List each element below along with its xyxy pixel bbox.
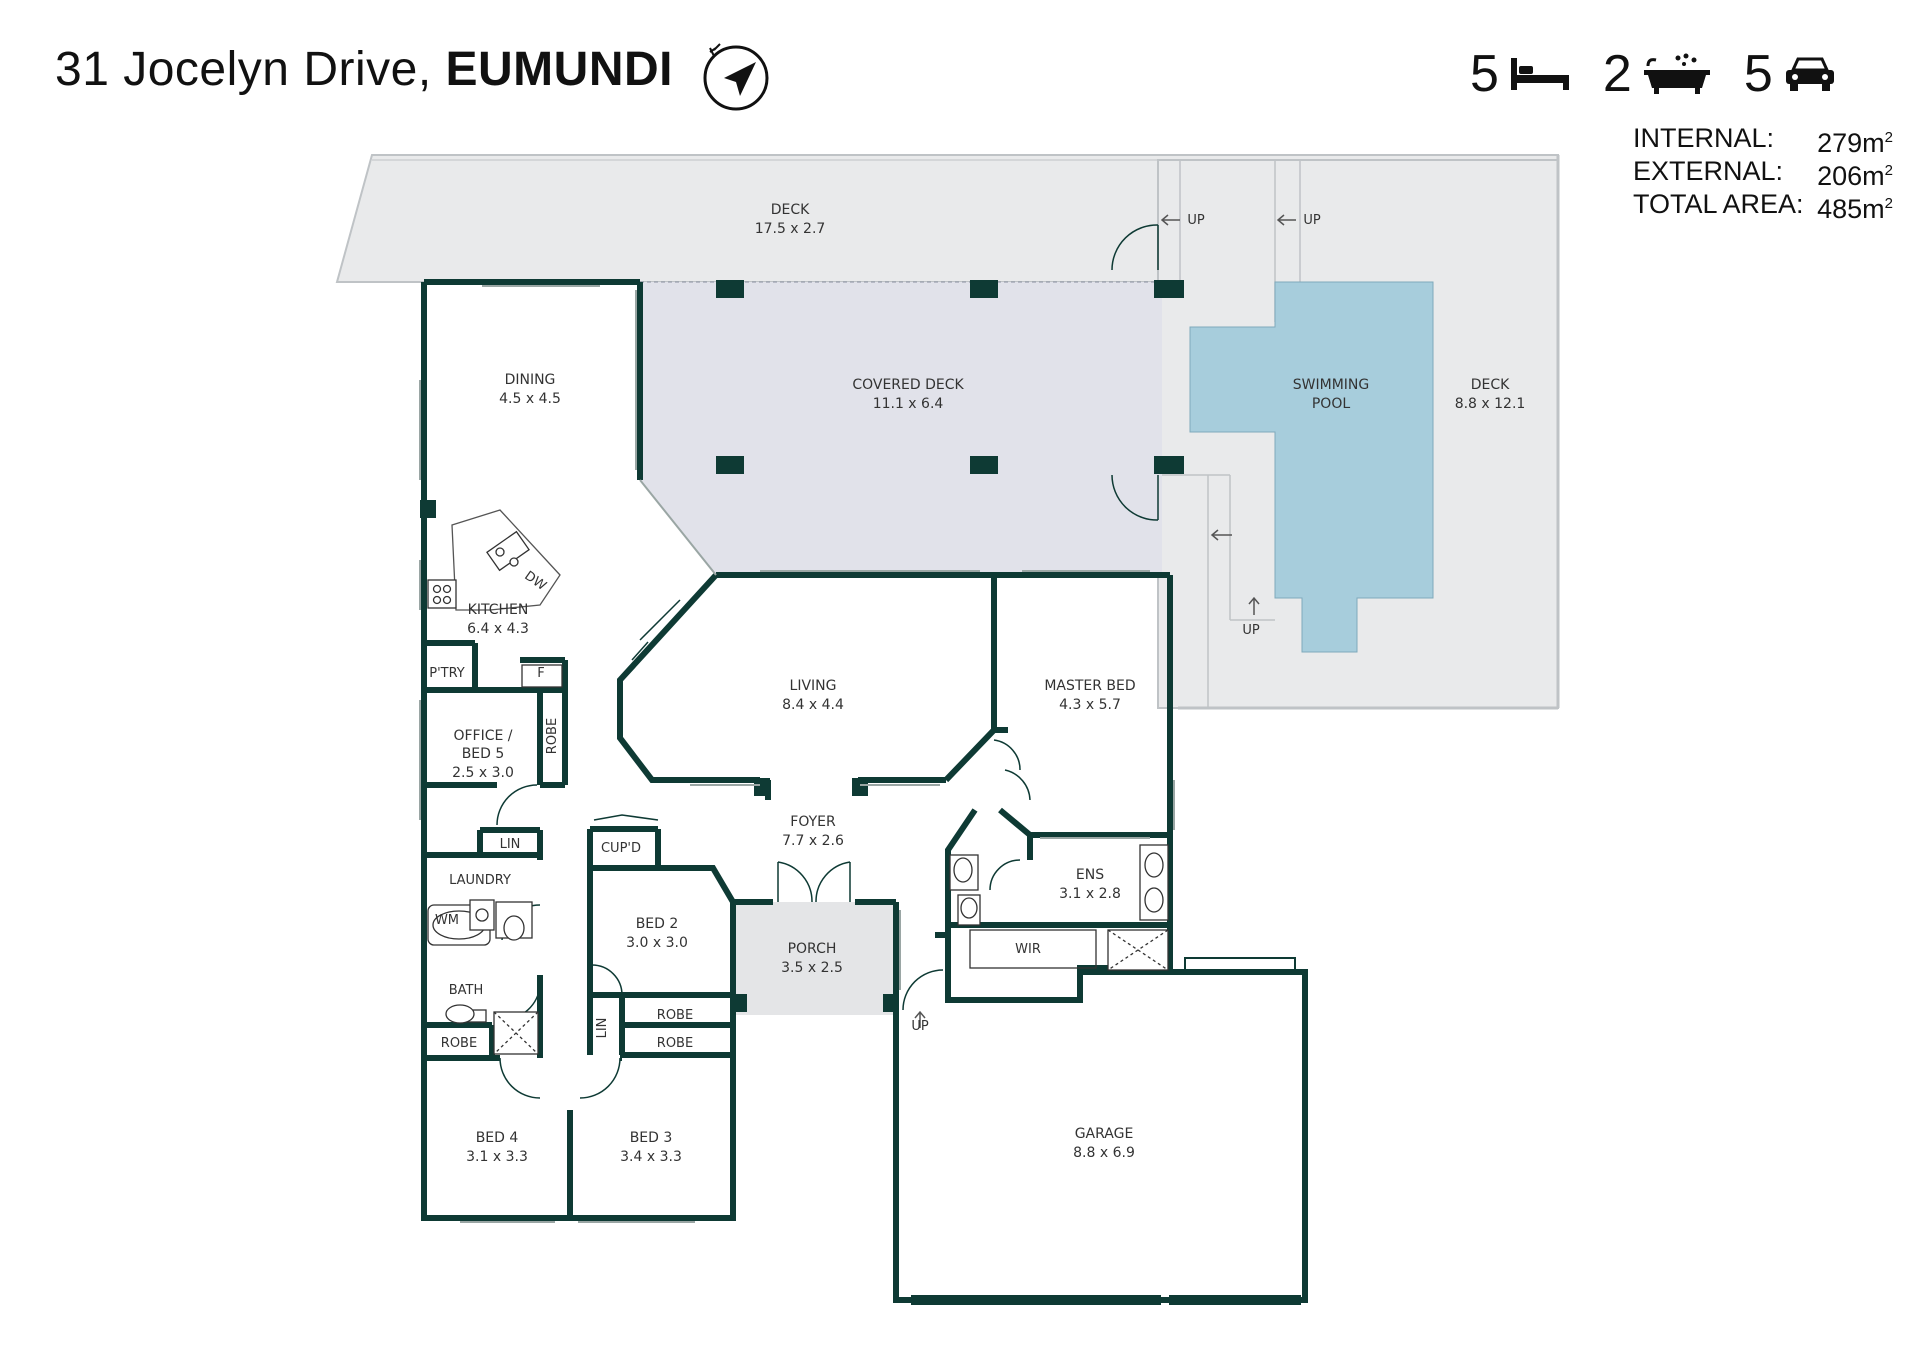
internal-area-row: INTERNAL: 279m2: [1633, 124, 1893, 157]
dining-size: 4.5 x 4.5: [499, 391, 561, 407]
deck-right-label: DECK: [1471, 377, 1510, 393]
kitchen-size: 6.4 x 4.3: [467, 621, 529, 637]
living-size: 8.4 x 4.4: [782, 697, 844, 713]
windows: [419, 285, 1301, 1305]
suburb-name: EUMUNDI: [445, 43, 673, 96]
office-label-line1: OFFICE /: [453, 728, 512, 744]
living-label: LIVING: [790, 678, 837, 694]
ensuite-size: 3.1 x 2.8: [1059, 886, 1121, 902]
total-area-label: TOTAL AREA:: [1633, 189, 1804, 219]
walls: [421, 279, 1308, 1303]
porch-label: PORCH: [788, 941, 837, 957]
covered-deck-label: COVERED DECK: [852, 377, 964, 393]
office-robe-label: ROBE: [545, 718, 560, 754]
internal-area-label: INTERNAL:: [1633, 123, 1775, 153]
laundry-label: LAUNDRY: [449, 873, 511, 888]
dining-label: DINING: [505, 372, 556, 388]
ensuite-label: ENS: [1076, 867, 1104, 883]
bathroom-count: 2: [1602, 45, 1632, 103]
deck-right-size: 8.8 x 12.1: [1455, 396, 1526, 412]
stair-arrows: [914, 214, 1296, 1028]
property-address: 31 Jocelyn Drive, EUMUNDI: [55, 42, 673, 97]
kitchen-label: KITCHEN: [468, 602, 529, 618]
property-features: 5 2 5: [1470, 44, 1869, 104]
linen-2-label: LIN: [595, 1018, 610, 1039]
robe-bed2-label: ROBE: [657, 1008, 693, 1023]
bath-label: BATH: [449, 983, 484, 998]
porch-size: 3.5 x 2.5: [781, 960, 843, 976]
car-space-count: 5: [1743, 45, 1773, 103]
street-address: 31 Jocelyn Drive,: [55, 43, 432, 96]
bed2-label: BED 2: [636, 916, 679, 932]
bedroom-count: 5: [1470, 45, 1499, 103]
external-area-value: 206m2: [1817, 161, 1893, 191]
external-area-row: EXTERNAL: 206m2: [1633, 157, 1893, 190]
bed3-size: 3.4 x 3.3: [620, 1149, 682, 1165]
area-summary: INTERNAL: 279m2 EXTERNAL: 206m2 TOTAL AR…: [1633, 124, 1893, 223]
garage-size: 8.8 x 6.9: [1073, 1145, 1135, 1161]
stairs-up-3: UP: [1242, 623, 1260, 638]
pantry-label: P'TRY: [429, 666, 465, 681]
car-icon: [1785, 57, 1834, 91]
north-arrow-icon: [703, 43, 769, 111]
covered-deck-size: 11.1 x 6.4: [873, 396, 944, 412]
pool-label-line2: POOL: [1312, 396, 1350, 412]
fixtures: [427, 509, 1169, 1055]
cupboard-label: CUP'D: [601, 841, 641, 856]
stairs-up-4: UP: [911, 1019, 929, 1034]
office-size: 2.5 x 3.0: [452, 765, 514, 781]
stairs-up-2: UP: [1303, 213, 1321, 228]
external-area-label: EXTERNAL:: [1633, 156, 1784, 186]
robe-bed3-label: ROBE: [657, 1036, 693, 1051]
deck-top-size: 17.5 x 2.7: [755, 221, 826, 237]
total-area-value: 485m2: [1817, 194, 1893, 224]
garage-label: GARAGE: [1075, 1126, 1134, 1142]
fridge-label: F: [537, 666, 544, 681]
linen-1-label: LIN: [500, 837, 521, 852]
bathtub-icon: [1643, 53, 1710, 94]
robe-bed4-label: ROBE: [441, 1036, 477, 1051]
wir-label: WIR: [1015, 942, 1041, 957]
deck-top-label: DECK: [771, 202, 810, 218]
office-label-line2: BED 5: [462, 746, 505, 762]
covered-deck-surface: [640, 282, 1162, 575]
room-labels: DECK 17.5 x 2.7 DINING 4.5 x 4.5 COVERED…: [429, 202, 1525, 1165]
columns: [420, 280, 1184, 1012]
bed4-label: BED 4: [476, 1130, 519, 1146]
porch-surface: [733, 902, 896, 1015]
washing-machine-label: WM: [435, 913, 459, 928]
total-area-row: TOTAL AREA: 485m2: [1633, 190, 1893, 223]
swimming-pool: [1189, 281, 1434, 653]
internal-area-value: 279m2: [1817, 128, 1893, 158]
bed2-size: 3.0 x 3.0: [626, 935, 688, 951]
foyer-size: 7.7 x 2.6: [782, 833, 844, 849]
bed4-size: 3.1 x 3.3: [466, 1149, 528, 1165]
foyer-label: FOYER: [790, 814, 836, 830]
bed-icon: [1510, 58, 1569, 90]
stairs-up-1: UP: [1187, 213, 1205, 228]
master-bed-size: 4.3 x 5.7: [1059, 697, 1121, 713]
pool-label-line1: SWIMMING: [1293, 377, 1369, 393]
master-bed-label: MASTER BED: [1044, 678, 1135, 694]
bed3-label: BED 3: [630, 1130, 673, 1146]
